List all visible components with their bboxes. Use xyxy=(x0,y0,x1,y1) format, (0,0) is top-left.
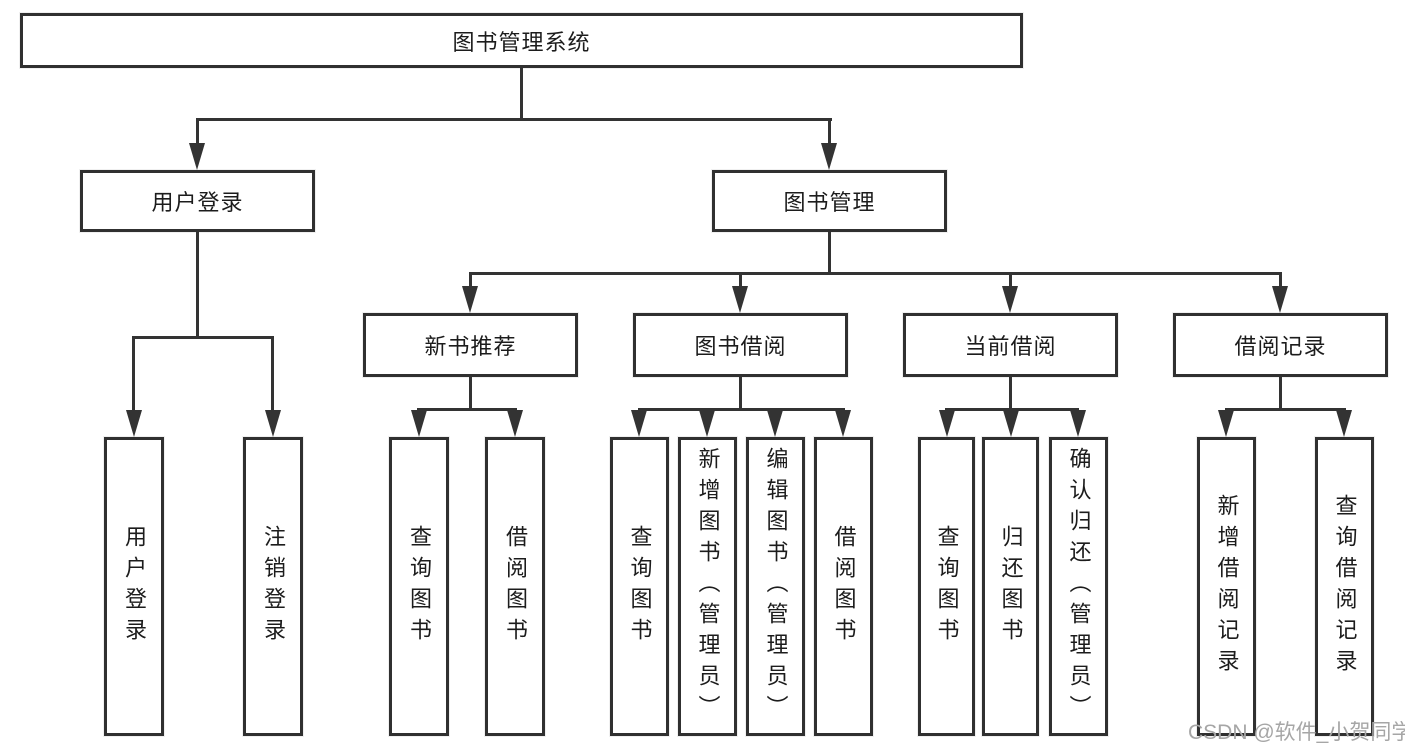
leaf-label: 查询图书 xyxy=(627,524,653,649)
line xyxy=(132,336,274,339)
line xyxy=(1279,377,1282,408)
arrow-down-icon xyxy=(835,410,851,437)
node-label: 图书借阅 xyxy=(694,334,787,359)
leaf-label: 新增借阅记录 xyxy=(1214,493,1240,680)
node-root: 图书管理系统 xyxy=(20,13,1023,68)
leaf-recommend-borrow-books: 借阅图书 xyxy=(485,437,545,736)
line xyxy=(1009,377,1012,408)
node-current-borrowing: 当前借阅 xyxy=(903,313,1118,377)
leaf-query-borrow-record: 查询借阅记录 xyxy=(1315,437,1374,736)
arrow-down-icon xyxy=(821,143,837,170)
node-label: 当前借阅 xyxy=(964,334,1057,359)
arrow-down-icon xyxy=(767,410,783,437)
line xyxy=(469,272,1282,275)
leaf-label: 借阅图书 xyxy=(831,524,857,649)
line xyxy=(1279,272,1282,286)
arrow-down-icon xyxy=(1218,410,1234,437)
line xyxy=(1009,272,1012,286)
line xyxy=(417,408,517,411)
arrow-down-icon xyxy=(462,286,478,313)
leaf-label: 确认归还（管理员） xyxy=(1066,447,1092,726)
line xyxy=(828,232,831,272)
leaf-current-query-books: 查询图书 xyxy=(918,437,975,736)
line xyxy=(945,408,1079,411)
leaf-label: 新增图书（管理员） xyxy=(695,447,721,726)
line xyxy=(828,118,831,146)
arrow-down-icon xyxy=(1070,410,1086,437)
watermark: CSDN @软件_小贺同学 xyxy=(1188,721,1405,744)
leaf-add-borrow-record: 新增借阅记录 xyxy=(1197,437,1256,736)
line xyxy=(739,272,742,286)
line xyxy=(196,118,199,146)
arrow-down-icon xyxy=(1002,286,1018,313)
node-user-login: 用户登录 xyxy=(80,170,315,232)
line xyxy=(196,232,199,336)
node-borrowing-records: 借阅记录 xyxy=(1173,313,1388,377)
arrow-down-icon xyxy=(631,410,647,437)
line xyxy=(469,272,472,286)
leaf-label: 注销登录 xyxy=(261,524,286,649)
leaf-label: 借阅图书 xyxy=(503,524,528,649)
leaf-label: 查询图书 xyxy=(934,524,960,649)
leaf-confirm-return-admin: 确认归还（管理员） xyxy=(1049,437,1108,736)
leaf-edit-books-admin: 编辑图书（管理员） xyxy=(746,437,805,736)
node-book-borrowing: 图书借阅 xyxy=(633,313,848,377)
leaf-logout: 注销登录 xyxy=(243,437,303,736)
leaf-add-books-admin: 新增图书（管理员） xyxy=(678,437,737,736)
arrow-down-icon xyxy=(699,410,715,437)
line xyxy=(469,377,472,408)
arrow-down-icon xyxy=(265,410,281,437)
line xyxy=(196,118,832,121)
line xyxy=(739,377,742,408)
line xyxy=(1225,408,1346,411)
line xyxy=(520,68,523,118)
leaf-label: 查询借阅记录 xyxy=(1332,493,1358,680)
arrow-down-icon xyxy=(189,143,205,170)
leaf-label: 查询图书 xyxy=(407,524,432,649)
leaf-user-login: 用户登录 xyxy=(104,437,164,736)
arrow-down-icon xyxy=(507,410,523,437)
arrow-down-icon xyxy=(732,286,748,313)
leaf-label: 编辑图书（管理员） xyxy=(763,447,789,726)
node-label: 图书管理 xyxy=(783,190,876,215)
line xyxy=(271,336,274,411)
node-label: 新书推荐 xyxy=(424,334,517,359)
arrow-down-icon xyxy=(939,410,955,437)
node-new-book-recommend: 新书推荐 xyxy=(363,313,578,377)
leaf-label: 用户登录 xyxy=(122,524,147,649)
arrow-down-icon xyxy=(411,410,427,437)
leaf-borrow-books: 借阅图书 xyxy=(814,437,873,736)
leaf-borrowing-query-books: 查询图书 xyxy=(610,437,669,736)
line xyxy=(132,336,135,411)
node-label: 借阅记录 xyxy=(1234,334,1327,359)
node-label: 用户登录 xyxy=(151,190,244,215)
arrow-down-icon xyxy=(1336,410,1352,437)
node-root-label: 图书管理系统 xyxy=(452,29,591,55)
arrow-down-icon xyxy=(1003,410,1019,437)
leaf-label: 归还图书 xyxy=(998,524,1024,649)
arrow-down-icon xyxy=(1272,286,1288,313)
leaf-recommend-query-books: 查询图书 xyxy=(389,437,449,736)
arrow-down-icon xyxy=(126,410,142,437)
node-book-management: 图书管理 xyxy=(712,170,947,232)
line xyxy=(638,408,845,411)
leaf-return-books: 归还图书 xyxy=(982,437,1039,736)
